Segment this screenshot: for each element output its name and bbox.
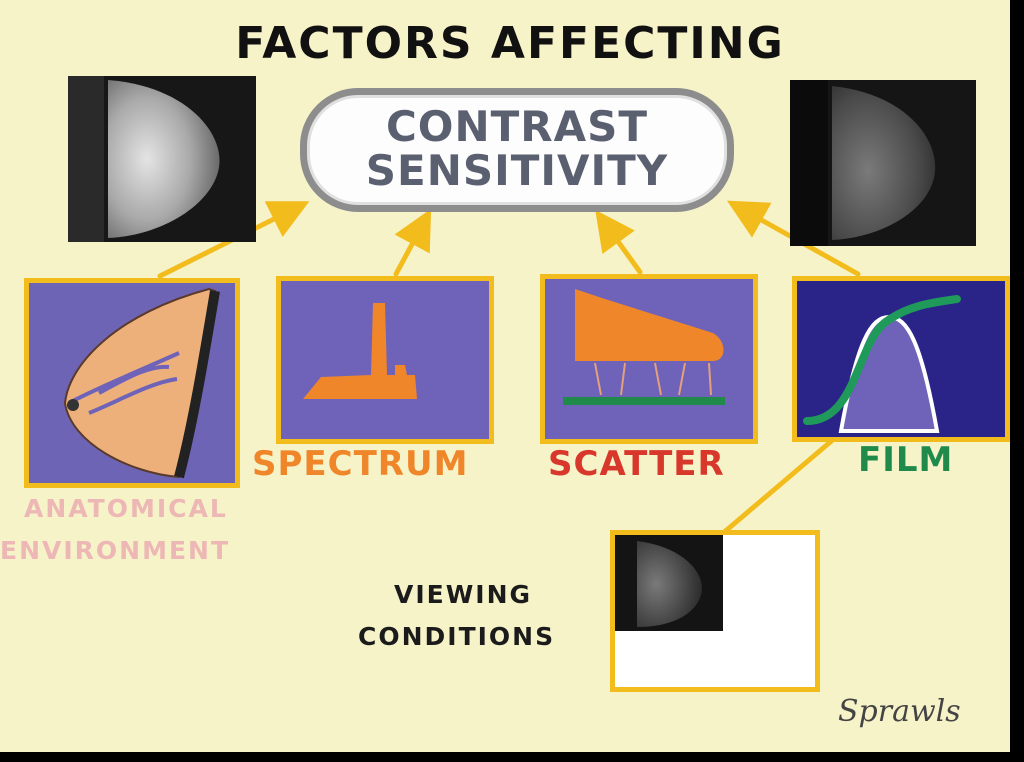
film-panel: [792, 276, 1010, 442]
anatomical-panel: [24, 278, 240, 488]
label-spectrum: SPECTRUM: [252, 444, 469, 484]
label-anatomical-line2: ENVIRONMENT: [0, 536, 231, 565]
arrow-anatomical: [157, 201, 310, 279]
label-scatter: SCATTER: [548, 444, 725, 484]
viewing-mammogram-icon: [615, 535, 723, 631]
viewing-conditions-box: [610, 530, 820, 692]
contrast-sensitivity-box: CONTRAST SENSITIVITY: [300, 88, 734, 212]
label-viewing-line2: CONDITIONS: [358, 622, 556, 651]
center-title-line2: SENSITIVITY: [365, 146, 669, 195]
diagram-slide: FACTORS AFFECTING CONTRAST SENSIT: [0, 0, 1010, 752]
connector-viewing: [719, 429, 845, 537]
scatter-icon: [563, 289, 725, 405]
connector-arrows: [157, 200, 861, 537]
spectrum-panel: [276, 276, 494, 444]
label-film: FILM: [858, 440, 954, 480]
center-title-line1: CONTRAST: [385, 102, 649, 151]
arrow-spectrum: [393, 208, 432, 277]
diagram-title: FACTORS AFFECTING: [235, 18, 785, 69]
mammogram-image-right: [790, 80, 976, 246]
scatter-panel: [540, 274, 758, 444]
label-anatomical-line1: ANATOMICAL: [24, 494, 228, 523]
breast-anatomy-icon: [63, 287, 220, 479]
author-signature: Sprawls: [838, 694, 961, 729]
label-viewing-line1: VIEWING: [394, 580, 533, 609]
arrow-scatter: [595, 209, 643, 275]
mammogram-image-left: [68, 76, 256, 242]
film-curve-icon: [803, 295, 961, 433]
xray-spectrum-icon: [303, 303, 417, 399]
